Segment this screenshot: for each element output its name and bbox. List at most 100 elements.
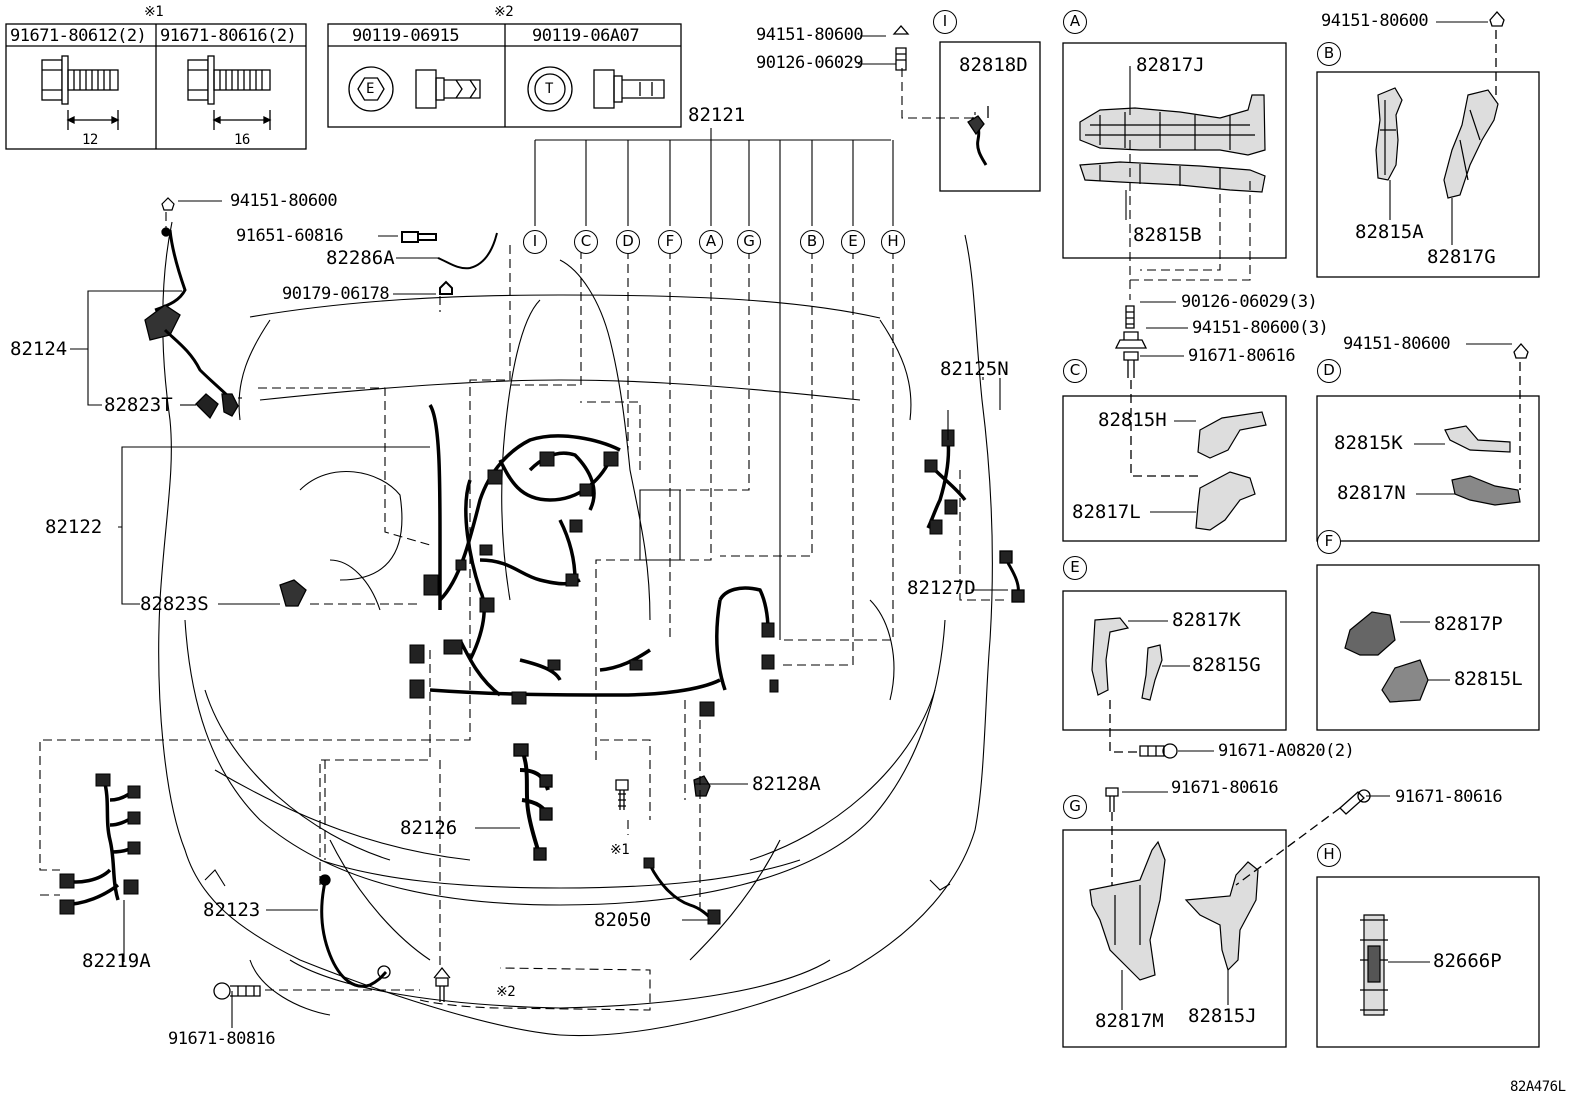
part-82219A: 82219A bbox=[82, 950, 151, 972]
part-82823T: 82823T bbox=[104, 394, 173, 416]
bolt-icon bbox=[1125, 305, 1135, 329]
harness-82127D bbox=[999, 550, 1025, 603]
panel-H-letter: H bbox=[1317, 843, 1341, 867]
panel-C-frame bbox=[1062, 395, 1287, 542]
callout-G: G bbox=[737, 230, 761, 254]
bolt-icon bbox=[892, 25, 910, 71]
part-94151-80600-B: 94151-80600 bbox=[1321, 11, 1429, 31]
part-82666P: 82666P bbox=[1433, 950, 1502, 972]
bracket-82817L bbox=[1195, 471, 1256, 531]
bracket-82815H bbox=[1197, 411, 1267, 459]
part-82123: 82123 bbox=[203, 899, 261, 921]
dashed-guide-lines bbox=[39, 68, 1004, 1011]
bracket-82817M bbox=[1089, 840, 1166, 981]
connector-blocks bbox=[409, 451, 779, 717]
part-94151-80600-left: 94151-80600 bbox=[230, 191, 338, 211]
table1-col1: 91671-80612(2) bbox=[10, 26, 147, 46]
bracket-82817K bbox=[1091, 617, 1130, 696]
bracket-82815J bbox=[1184, 861, 1259, 972]
harness-82123 bbox=[320, 881, 388, 988]
table1-dim1: 12 bbox=[82, 132, 98, 148]
bracket-82815L bbox=[1381, 659, 1429, 703]
part-82817L: 82817L bbox=[1072, 501, 1141, 523]
panel-F-frame bbox=[1316, 564, 1540, 731]
bracket-82815A bbox=[1375, 87, 1403, 181]
part-82815L: 82815L bbox=[1454, 668, 1523, 690]
part-90126-06029-top: 90126-06029 bbox=[756, 53, 864, 73]
part-82817J: 82817J bbox=[1136, 54, 1205, 76]
part-82122: 82122 bbox=[45, 516, 103, 538]
bracket-82815K bbox=[1444, 425, 1511, 453]
callout-B: B bbox=[800, 230, 824, 254]
part-82126: 82126 bbox=[400, 817, 458, 839]
part-82286A: 82286A bbox=[326, 247, 395, 269]
diagram-code: 82A476L bbox=[1510, 1079, 1566, 1095]
part-94151-80600-top: 94151-80600 bbox=[756, 25, 864, 45]
part-82128A: 82128A bbox=[752, 773, 821, 795]
part-94151-80600-3: 94151-80600(3) bbox=[1192, 318, 1329, 338]
table1-col2: 91671-80616(2) bbox=[160, 26, 297, 46]
panel-G-letter: G bbox=[1063, 795, 1087, 819]
part-82817G: 82817G bbox=[1427, 246, 1496, 268]
bracket-82817P bbox=[1344, 611, 1396, 656]
part-82815A: 82815A bbox=[1355, 221, 1424, 243]
fastener-table-1 bbox=[5, 23, 307, 150]
bolt-icon bbox=[1105, 787, 1119, 812]
note-mark-2: ※2 bbox=[494, 4, 514, 20]
table2-col1: 90119-06915 bbox=[352, 26, 460, 46]
part-82815K: 82815K bbox=[1334, 432, 1403, 454]
fastener-table-2 bbox=[327, 23, 682, 128]
grommet-nut-icon bbox=[348, 66, 394, 112]
panel-H-frame bbox=[1316, 876, 1540, 1048]
panel-G-frame bbox=[1062, 829, 1287, 1048]
grommet-letter-t: T bbox=[545, 81, 553, 97]
callout-C: C bbox=[574, 230, 598, 254]
part-82127D: 82127D bbox=[907, 577, 976, 599]
callout-A: A bbox=[699, 230, 723, 254]
bracket-82815G bbox=[1141, 644, 1163, 701]
bracket-82817G bbox=[1443, 89, 1499, 199]
note-mark-1: ※1 bbox=[144, 4, 164, 20]
bolt-icon bbox=[213, 982, 261, 1000]
grommet-letter-e: E bbox=[366, 81, 374, 97]
part-82817P: 82817P bbox=[1434, 613, 1503, 635]
panel-E-frame bbox=[1062, 590, 1287, 731]
harness-82126 bbox=[513, 743, 553, 861]
part-90179-06178: 90179-06178 bbox=[282, 284, 390, 304]
part-91671-80816: 91671-80816 bbox=[168, 1029, 276, 1049]
bracket-82817J bbox=[1079, 94, 1266, 156]
panel-I-letter: I bbox=[933, 10, 957, 34]
clip-icon bbox=[593, 69, 665, 109]
bracket-82815B bbox=[1079, 161, 1266, 193]
part-91671-80616-G: 91671-80616 bbox=[1171, 778, 1279, 798]
part-82124: 82124 bbox=[10, 338, 68, 360]
harness-82050 bbox=[643, 857, 721, 925]
bolt-icon bbox=[1139, 743, 1178, 759]
part-91651-60816: 91651-60816 bbox=[236, 226, 344, 246]
note-mark-1-main: ※1 bbox=[610, 842, 630, 858]
grommet-nut-icon bbox=[527, 66, 573, 112]
harness-82124 bbox=[144, 229, 239, 420]
callout-E: E bbox=[841, 230, 865, 254]
part-82050: 82050 bbox=[594, 909, 652, 931]
note-mark-2-main: ※2 bbox=[496, 984, 516, 1000]
callout-D: D bbox=[616, 230, 640, 254]
part-82125N: 82125N bbox=[940, 358, 1009, 380]
panel-A-letter: A bbox=[1063, 10, 1087, 34]
panel-E-letter: E bbox=[1063, 556, 1087, 580]
bracket-82818D bbox=[967, 106, 989, 166]
callout-F: F bbox=[658, 230, 682, 254]
part-94151-80600-D: 94151-80600 bbox=[1343, 334, 1451, 354]
panel-D-frame bbox=[1316, 395, 1540, 542]
bolt-icon bbox=[615, 779, 629, 810]
callout-I: I bbox=[523, 230, 547, 254]
part-82817M: 82817M bbox=[1095, 1010, 1164, 1032]
panel-I-frame bbox=[939, 41, 1041, 192]
part-91671-A0820-2: 91671-A0820(2) bbox=[1218, 741, 1355, 761]
nut-icon bbox=[1114, 331, 1148, 349]
part-82817K: 82817K bbox=[1172, 609, 1241, 631]
table2-col2: 90119-06A07 bbox=[532, 26, 640, 46]
